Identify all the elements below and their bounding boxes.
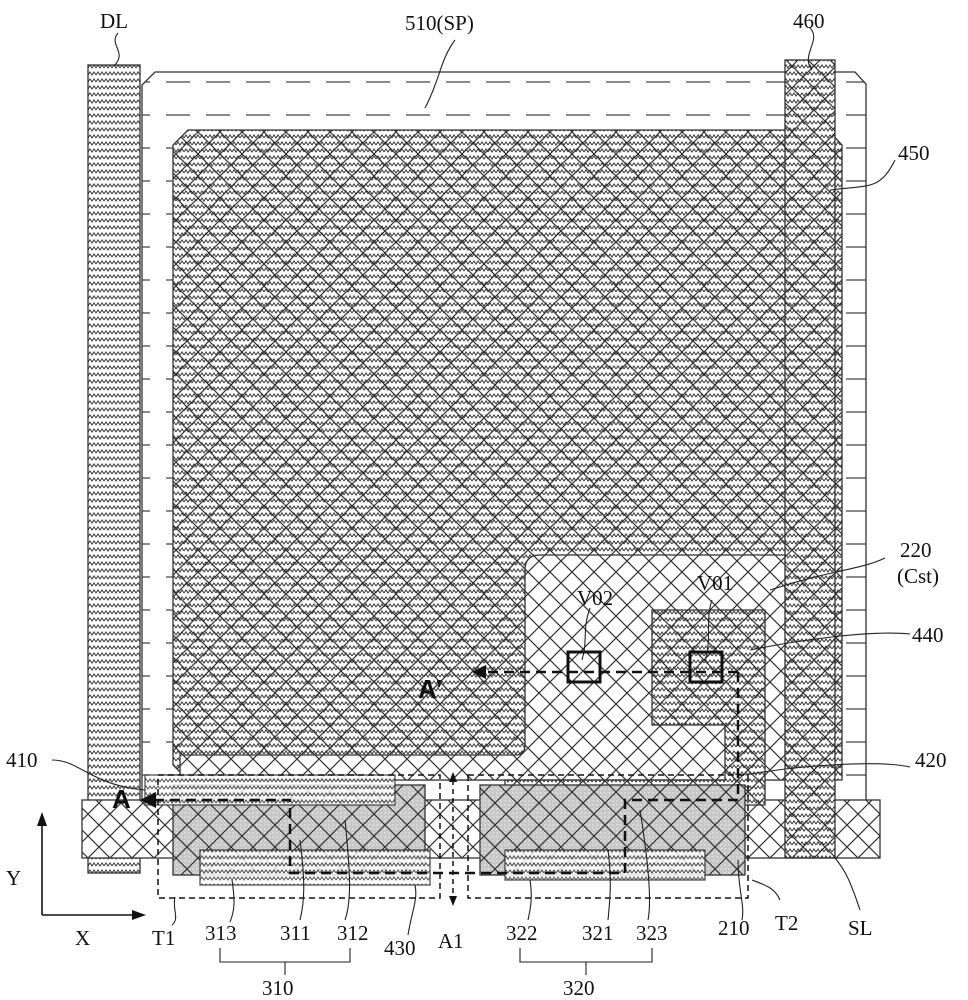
- electrode-440-420: [504, 609, 766, 806]
- label-310: 310: [262, 976, 294, 1000]
- line-460: [784, 59, 836, 859]
- label-dl: DL: [100, 9, 128, 33]
- electrode-430: [199, 849, 431, 886]
- label-410: 410: [6, 748, 38, 772]
- label-210: 210: [718, 916, 750, 940]
- label-v02: V02: [577, 586, 613, 610]
- label-v01: V01: [697, 571, 733, 595]
- cut-line-a-a-prime: [152, 670, 740, 875]
- label-313: 313: [205, 921, 237, 945]
- label-t2: T2: [775, 911, 798, 935]
- arrow-a-prime: [472, 665, 486, 679]
- label-312: 312: [337, 921, 369, 945]
- label-a1: A1: [438, 929, 464, 953]
- transistor-t2-boundary: [467, 774, 749, 899]
- transistor-t1-boundary: [157, 774, 441, 899]
- label-320: 320: [563, 976, 595, 1000]
- label-311: 311: [280, 921, 311, 945]
- data-line-dl: [87, 64, 141, 874]
- axis-a1: [449, 772, 457, 906]
- label-220: 220: [900, 538, 932, 562]
- via-v01: [688, 650, 724, 684]
- label-y: Y: [6, 866, 21, 890]
- label-322: 322: [506, 921, 538, 945]
- label-510-sp: 510(SP): [405, 11, 474, 35]
- label-323: 323: [636, 921, 668, 945]
- x-axis-arrow-icon: [132, 910, 146, 920]
- electrode-322: [504, 849, 706, 881]
- arrow-a: [140, 792, 156, 808]
- label-460: 460: [793, 9, 825, 33]
- label-450: 450: [898, 141, 930, 165]
- coordinate-axes: [41, 822, 135, 916]
- capacitor-220: [179, 554, 801, 781]
- label-420: 420: [915, 748, 947, 772]
- leader-lines: [51, 27, 911, 975]
- label-sl: SL: [848, 916, 873, 940]
- label-x: X: [75, 926, 90, 950]
- label-430: 430: [384, 936, 416, 960]
- label-t1: T1: [152, 926, 175, 950]
- label-321: 321: [582, 921, 614, 945]
- label-440: 440: [912, 623, 944, 647]
- label-a: A: [112, 784, 131, 814]
- label-cst: (Cst): [897, 564, 939, 588]
- y-axis-arrow-icon: [37, 812, 47, 826]
- label-a-prime: A’: [418, 674, 443, 704]
